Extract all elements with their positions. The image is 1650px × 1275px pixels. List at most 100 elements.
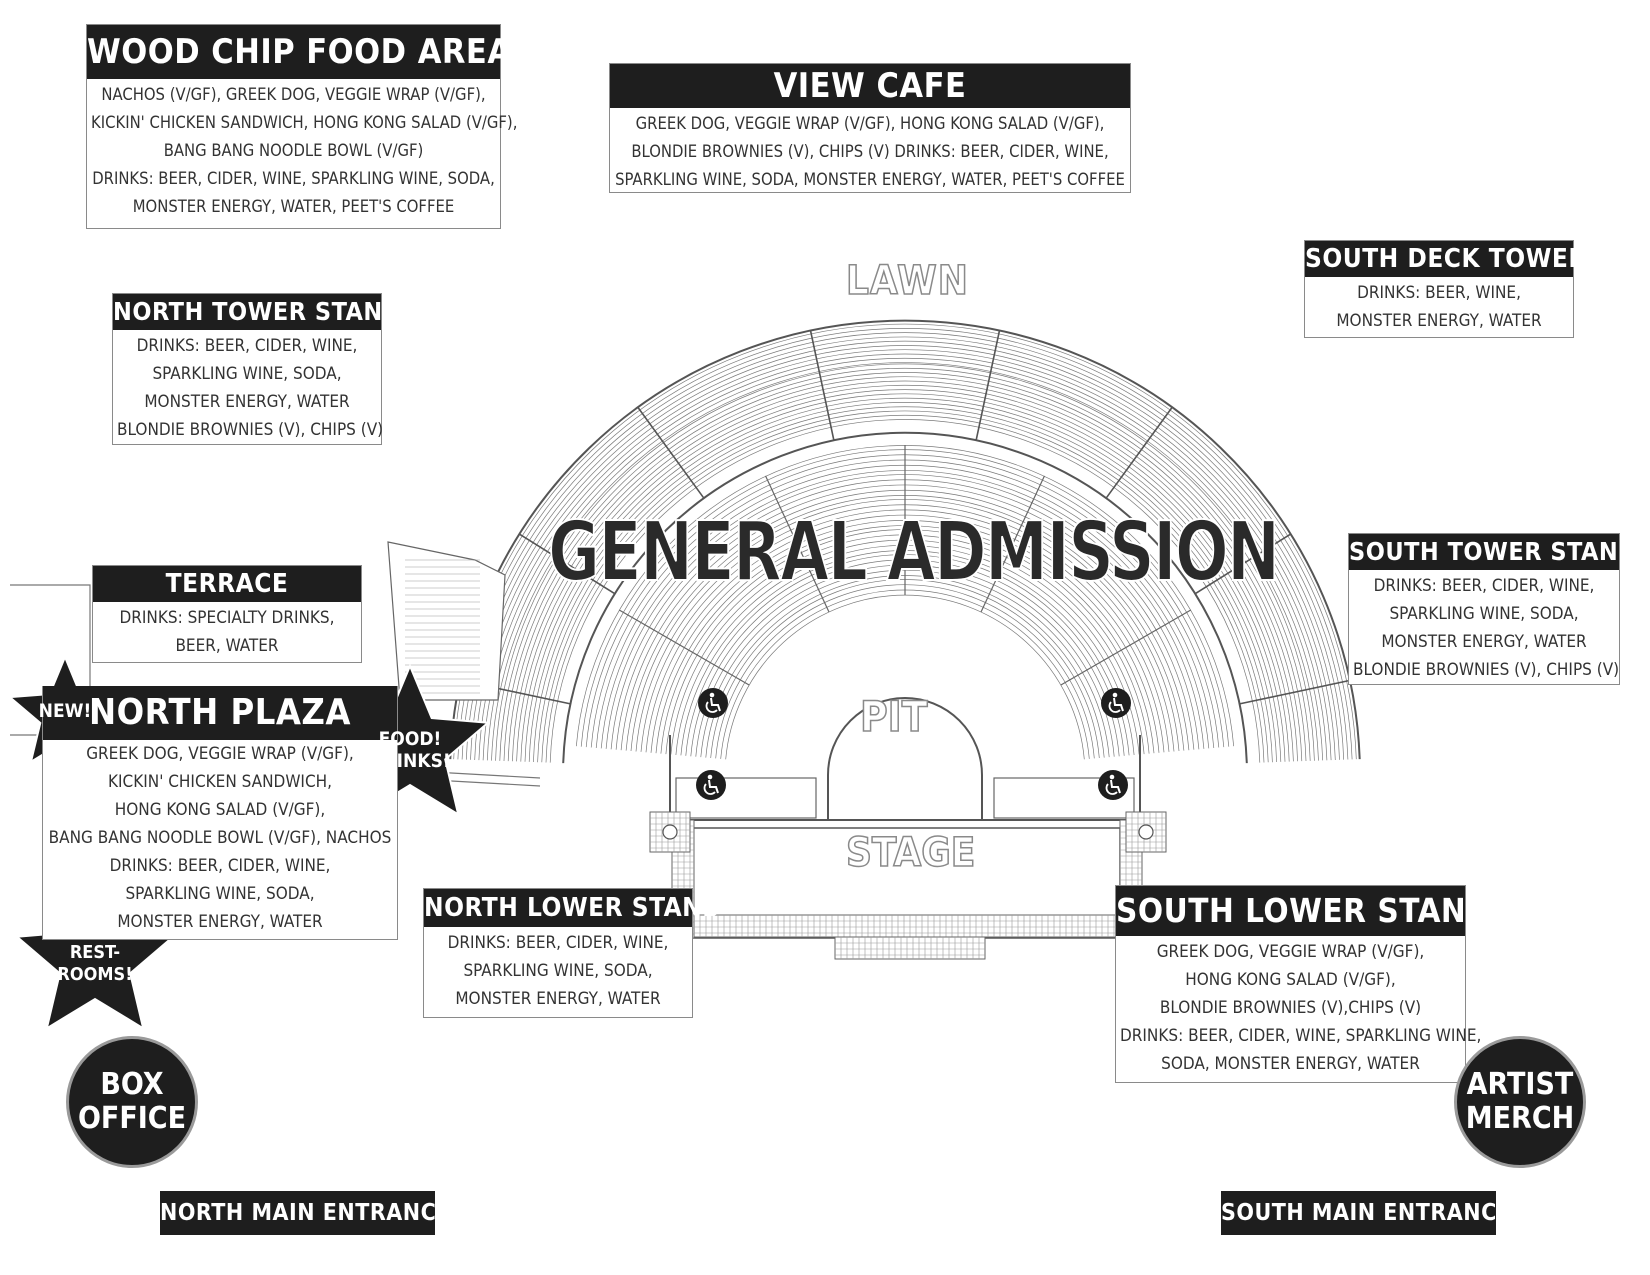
seat-row (495, 363, 1315, 761)
wheelchair-icon-wheel (1105, 783, 1118, 795)
stage-apron (693, 914, 1121, 938)
outer-edge (449, 319, 1361, 760)
seating-bowl (449, 319, 1361, 821)
menu-line: DRINKS: BEER, CIDER, WINE, SPARKLING WIN… (92, 169, 495, 188)
aisle (980, 475, 1046, 613)
aisle (1194, 533, 1292, 595)
wheelchair-icon-head (709, 692, 715, 698)
south-tower-stand-box: SOUTH TOWER STAND DRINKS: BEER, CIDER, W… (1348, 533, 1637, 688)
seat-row (503, 372, 1307, 762)
menu-line: BANG BANG NOODLE BOWL (V/GF), NACHOS (48, 828, 392, 848)
stand-title: VIEW CAFE (610, 64, 1130, 108)
view-cafe-box: VIEW CAFE GREEK DOG, VEGGIE WRAP (V/GF),… (609, 63, 1131, 193)
seat-row (725, 594, 1085, 760)
seat-row (453, 323, 1357, 760)
seat-row (516, 385, 1294, 762)
menu-line: SODA, MONSTER ENERGY, WATER (1161, 1054, 1420, 1074)
menu-line: HONG KONG SALAD (V/GF), (114, 800, 326, 820)
seat-row (537, 406, 1273, 763)
aisle (975, 329, 1001, 441)
seat-row (457, 328, 1353, 760)
wheelchair-icon (1101, 688, 1131, 718)
menu-line: MONSTER ENERGY, WATER (1381, 632, 1587, 652)
seat-row (549, 419, 1261, 763)
wood-chip-food-area-box: WOOD CHIP FOOD AREA NACHOS (V/GF), GREEK… (86, 24, 517, 229)
wheelchair-icon (1098, 770, 1128, 800)
seat-row (482, 353, 1328, 761)
aisle (1239, 679, 1351, 705)
stage-label: STAGE (845, 829, 976, 877)
stand-menu: DRINKS: BEER, CIDER, WINE, SPARKLING WIN… (1349, 570, 1619, 688)
seat-row (520, 389, 1290, 762)
wheelchair-icon-head (707, 774, 713, 780)
stand-title: NORTH PLAZA (43, 686, 397, 740)
menu-line: SPARKLING WINE, SODA, (152, 364, 342, 384)
menu-line: MONSTER ENERGY, WATER, PEET'S COFFEE (132, 197, 455, 216)
wheelchair-icon-head (1112, 692, 1118, 698)
stage-structure (649, 811, 1167, 960)
seat-row (491, 362, 1319, 761)
menu-line: DRINKS: BEER, WINE, (1357, 283, 1521, 303)
menu-line: GREEK DOG, VEGGIE WRAP (V/GF), HONG KONG… (635, 114, 1105, 133)
new-star-label: NEW! (38, 700, 92, 722)
stand-menu: NACHOS (V/GF), GREEK DOG, VEGGIE WRAP (V… (87, 79, 517, 225)
lawn-label: LAWN (845, 257, 969, 305)
food-drinks-star-label: FOOD! DRINKS! (369, 728, 451, 772)
menu-line: SPARKLING WINE, SODA, (463, 961, 653, 981)
restrooms-star-label: REST- ROOMS! (57, 942, 133, 985)
stand-menu: DRINKS: BEER, CIDER, WINE, SPARKLING WIN… (424, 927, 692, 1017)
aisle (618, 609, 750, 686)
seat-row (486, 357, 1324, 761)
wheelchair-icon (698, 688, 728, 718)
menu-line: SPARKLING WINE, SODA, MONSTER ENERGY, WA… (615, 170, 1125, 189)
seat-row (528, 397, 1282, 762)
left-tower (649, 811, 691, 853)
wheelchair-icon (696, 770, 726, 800)
pit-label: PIT (859, 691, 928, 742)
seat-row (524, 393, 1286, 762)
north-lower-stand-box: NORTH LOWER STAND DRINKS: BEER, CIDER, W… (423, 888, 722, 1018)
seat-row (461, 332, 1349, 760)
menu-line: HONG KONG SALAD (V/GF), (1185, 970, 1396, 990)
menu-line: DRINKS: BEER, CIDER, WINE, (136, 336, 358, 356)
stand-menu: GREEK DOG, VEGGIE WRAP (V/GF), HONG KONG… (1116, 936, 1482, 1082)
wheelchair-icon-head (1109, 774, 1115, 780)
menu-line: BLONDIE BROWNIES (V), CHIPS (V) (1353, 660, 1620, 680)
menu-line: DRINKS: BEER, CIDER, WINE, (1373, 576, 1595, 596)
north-tower-stand-box: NORTH TOWER STAND DRINKS: BEER, CIDER, W… (112, 293, 401, 445)
seat-row (541, 410, 1269, 763)
stage-thrust (834, 936, 986, 960)
north-main-entrance-label: NORTH MAIN ENTRANCE (160, 1191, 450, 1235)
menu-line: DRINKS: BEER, CIDER, WINE, (447, 933, 669, 953)
menu-line: MONSTER ENERGY, WATER (117, 912, 323, 932)
stand-title: SOUTH LOWER STAND (1116, 886, 1491, 936)
aisle (636, 406, 705, 499)
menu-line: MONSTER ENERGY, WATER (1336, 311, 1542, 331)
box-office-marker: BOX OFFICE (66, 1036, 198, 1168)
stand-title: NORTH TOWER STAND (113, 294, 401, 330)
seat-row (507, 376, 1303, 762)
terrace-box: TERRACE DRINKS: SPECIALTY DRINKS, BEER, … (92, 565, 362, 663)
south-lower-stand-box: SOUTH LOWER STAND GREEK DOG, VEGGIE WRAP… (1115, 885, 1491, 1083)
seat-row (533, 402, 1277, 763)
seat-row (470, 340, 1340, 760)
menu-line: DRINKS: BEER, CIDER, WINE, SPARKLING WIN… (1120, 1026, 1482, 1046)
menu-line: KICKIN' CHICKEN SANDWICH, (108, 772, 332, 792)
menu-line: SPARKLING WINE, SODA, (1389, 604, 1579, 624)
stand-title: TERRACE (93, 566, 361, 602)
cross-aisle (562, 431, 1248, 764)
wheelchair-icon-body (710, 697, 721, 712)
stand-title: SOUTH TOWER STAND (1349, 534, 1637, 570)
menu-line: BLONDIE BROWNIES (V), CHIPS (V) DRINKS: … (631, 142, 1109, 161)
menu-line: BLONDIE BROWNIES (V), CHIPS (V) (117, 420, 384, 440)
left-tower-post (662, 824, 678, 840)
aisle (764, 475, 830, 613)
stand-title: SOUTH DECK TOWER (1305, 241, 1586, 277)
aisle (1060, 609, 1192, 686)
menu-line: GREEK DOG, VEGGIE WRAP (V/GF), (86, 744, 354, 764)
seat-row (474, 345, 1336, 761)
wheelchair-icon-body (1110, 779, 1121, 794)
menu-line: NACHOS (V/GF), GREEK DOG, VEGGIE WRAP (V… (101, 85, 486, 104)
plaza-stairs-outline (387, 541, 506, 701)
